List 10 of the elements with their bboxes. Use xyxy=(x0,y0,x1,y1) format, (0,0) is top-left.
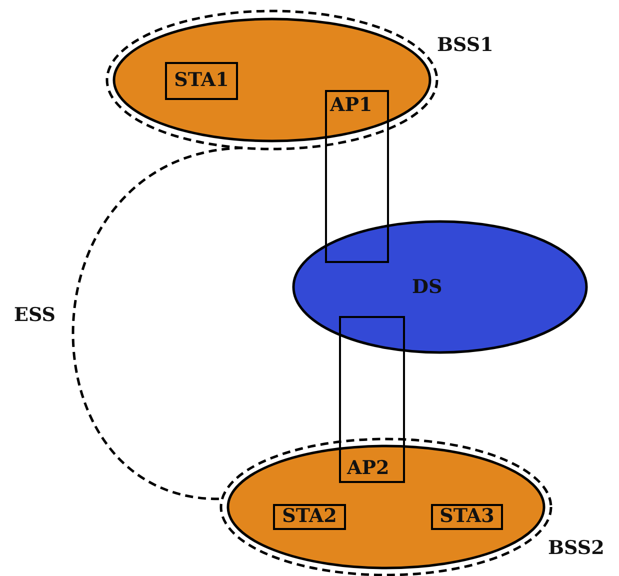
station-box: STA2 xyxy=(273,504,346,530)
set-label: BSS2 xyxy=(548,537,604,559)
access-point-box xyxy=(325,90,389,263)
access-point-label: AP1 xyxy=(330,94,372,116)
network-label: DS xyxy=(412,276,442,298)
station-box: STA3 xyxy=(431,504,503,530)
access-point-box xyxy=(339,316,405,483)
access-point-label: AP2 xyxy=(347,457,390,479)
station-box: STA1 xyxy=(165,62,238,100)
set-label: BSS1 xyxy=(437,34,494,56)
